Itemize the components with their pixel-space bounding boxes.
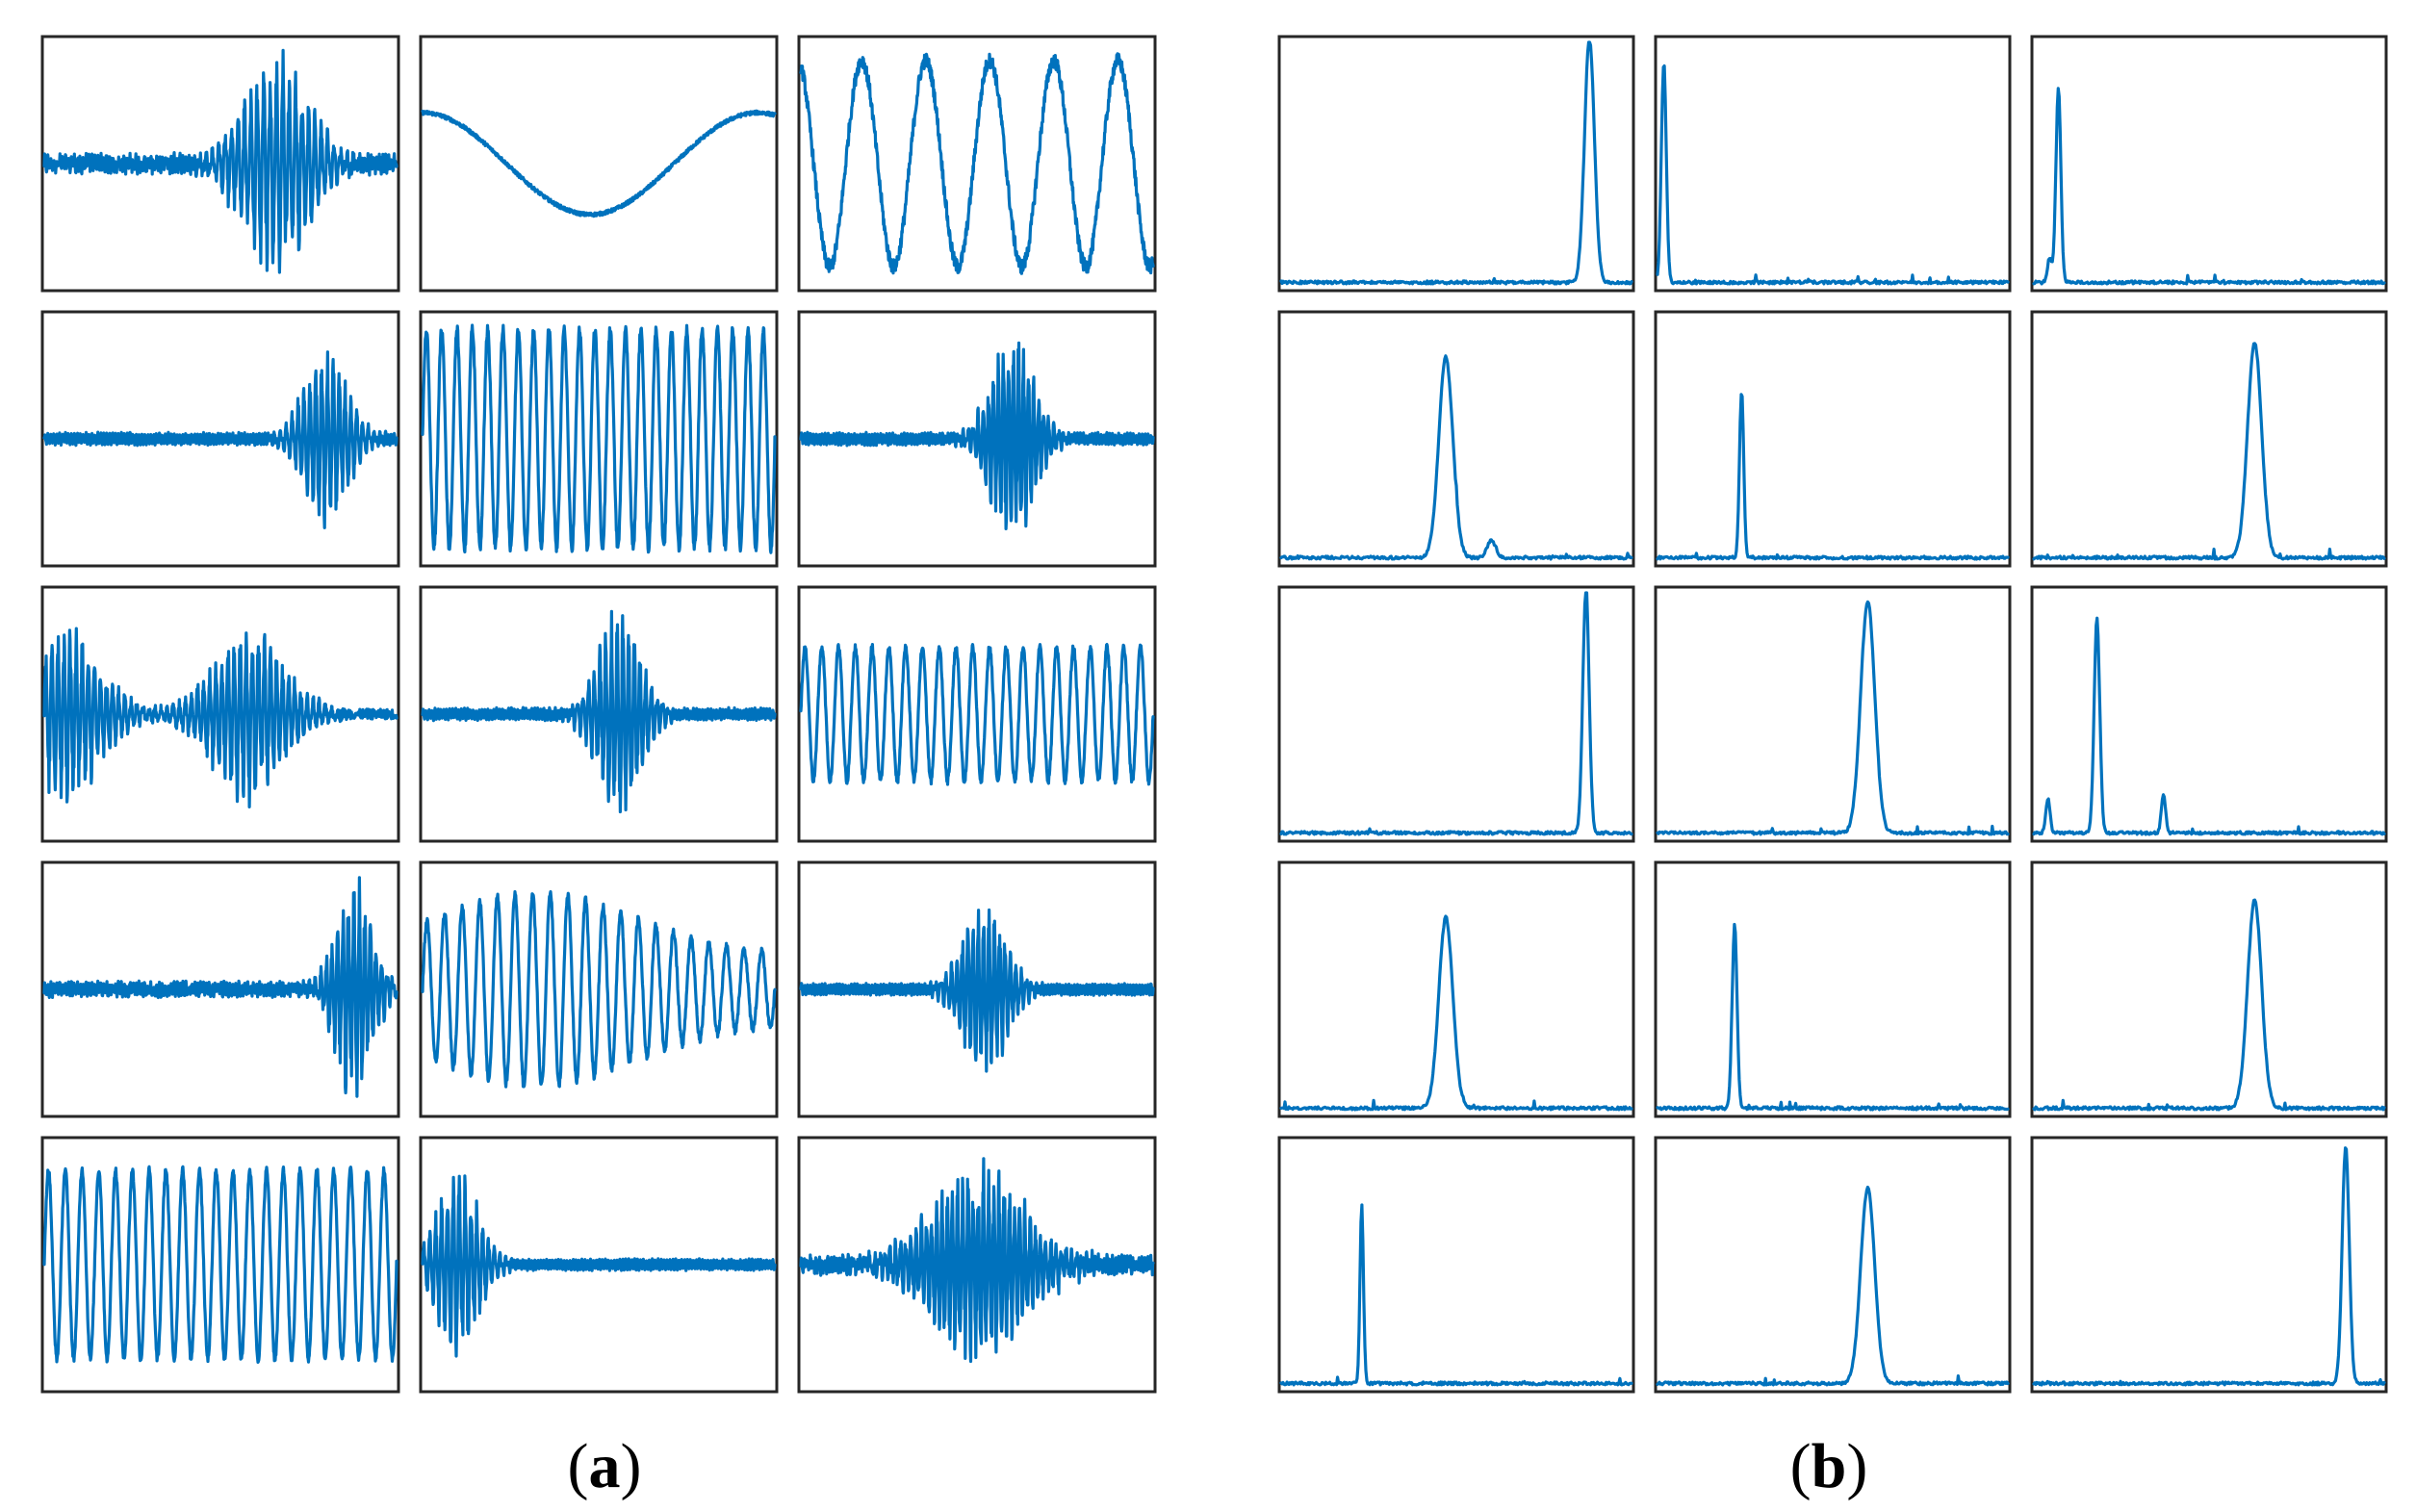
subplot-frame	[797, 35, 1157, 293]
subplot-b-2-3	[2030, 310, 2388, 568]
signal-trace	[42, 48, 398, 274]
spectrum-trace	[1279, 1203, 1633, 1387]
subplot-frame	[1277, 1136, 1635, 1394]
subplot-a-1-1	[40, 35, 400, 293]
subplot-b-3-1	[1277, 585, 1635, 843]
subplot-b-5-3	[2030, 1136, 2388, 1394]
signal-panel-group	[40, 35, 1157, 1394]
subplot-b-1-3	[2030, 35, 2388, 293]
signal-trace	[799, 643, 1155, 786]
subplot-a-4-1	[40, 860, 400, 1118]
signal-trace	[799, 52, 1155, 275]
signal-trace	[799, 1157, 1155, 1364]
subplot-frame	[1277, 35, 1635, 293]
subplot-a-2-2	[419, 310, 779, 568]
signal-trace	[421, 1174, 777, 1358]
signal-trace	[42, 350, 398, 529]
subplot-b-4-1	[1277, 860, 1635, 1118]
spectrum-trace	[2032, 616, 2386, 836]
subplot-frame	[1277, 860, 1635, 1118]
caption-a-open: (	[568, 1431, 589, 1501]
subplot-b-1-1	[1277, 35, 1635, 293]
subplot-frame	[1654, 35, 2012, 293]
spectrum-trace	[1279, 591, 1633, 836]
caption-a: (a)	[568, 1431, 642, 1501]
subplot-a-3-1	[40, 585, 400, 843]
subplot-frame	[1277, 585, 1635, 843]
subplot-frame	[1277, 310, 1635, 568]
spectrum-trace	[1656, 64, 2010, 286]
subplot-a-1-2	[419, 35, 779, 293]
caption-b: (b)	[1790, 1431, 1868, 1501]
subplot-frame	[2030, 310, 2388, 568]
subplot-a-5-1	[40, 1136, 400, 1394]
signal-trace	[42, 1165, 398, 1364]
subplot-frame	[2030, 860, 2388, 1118]
signal-trace	[421, 323, 777, 554]
signal-trace	[799, 341, 1155, 530]
subplot-b-2-1	[1277, 310, 1635, 568]
signal-trace	[42, 627, 398, 808]
spectrum-trace	[2032, 342, 2386, 561]
spectrum-panel-group	[1277, 35, 2388, 1394]
subplot-a-2-3	[797, 310, 1157, 568]
spectrum-trace	[1279, 354, 1633, 561]
caption-a-letter: a	[589, 1431, 621, 1501]
subplot-b-5-1	[1277, 1136, 1635, 1394]
spectrum-trace	[2032, 87, 2386, 286]
subplot-frame	[2030, 35, 2388, 293]
subplot-frame	[2030, 585, 2388, 843]
spectrum-trace	[1279, 914, 1633, 1112]
signal-trace	[421, 609, 777, 814]
caption-a-close: )	[621, 1431, 642, 1501]
caption-b-close: )	[1846, 1431, 1867, 1501]
subplot-frame	[1654, 860, 2012, 1118]
subplot-b-5-2	[1654, 1136, 2012, 1394]
subplot-a-5-3	[797, 1136, 1157, 1394]
subplot-a-2-1	[40, 310, 400, 568]
spectrum-trace	[2032, 898, 2386, 1112]
signal-trace	[421, 889, 777, 1089]
subplot-b-3-3	[2030, 585, 2388, 843]
spectrum-trace	[1656, 600, 2010, 836]
subplot-b-1-2	[1654, 35, 2012, 293]
subplot-frame	[419, 35, 779, 293]
caption-b-open: (	[1790, 1431, 1812, 1501]
subplot-frame	[1654, 585, 2012, 843]
subplot-a-4-2	[419, 860, 779, 1118]
subplot-a-3-2	[419, 585, 779, 843]
subplot-b-2-2	[1654, 310, 2012, 568]
subplot-b-4-2	[1654, 860, 2012, 1118]
subplot-a-3-3	[797, 585, 1157, 843]
subplot-a-1-3	[797, 35, 1157, 293]
spectrum-trace	[1656, 1185, 2010, 1387]
subplot-a-5-2	[419, 1136, 779, 1394]
spectrum-trace	[1656, 922, 2010, 1112]
caption-b-letter: b	[1812, 1431, 1847, 1501]
subplot-b-3-2	[1654, 585, 2012, 843]
signal-trace	[799, 908, 1155, 1073]
spectrum-trace	[2032, 1146, 2386, 1387]
subplot-b-4-3	[2030, 860, 2388, 1118]
subplot-frame	[2030, 1136, 2388, 1394]
subplot-a-4-3	[797, 860, 1157, 1118]
spectrum-trace	[1656, 393, 2010, 561]
subplot-frame	[1654, 310, 2012, 568]
spectrum-trace	[1279, 40, 1633, 286]
subplot-frame	[1654, 1136, 2012, 1394]
signal-trace	[421, 109, 777, 218]
signal-trace	[42, 876, 398, 1098]
